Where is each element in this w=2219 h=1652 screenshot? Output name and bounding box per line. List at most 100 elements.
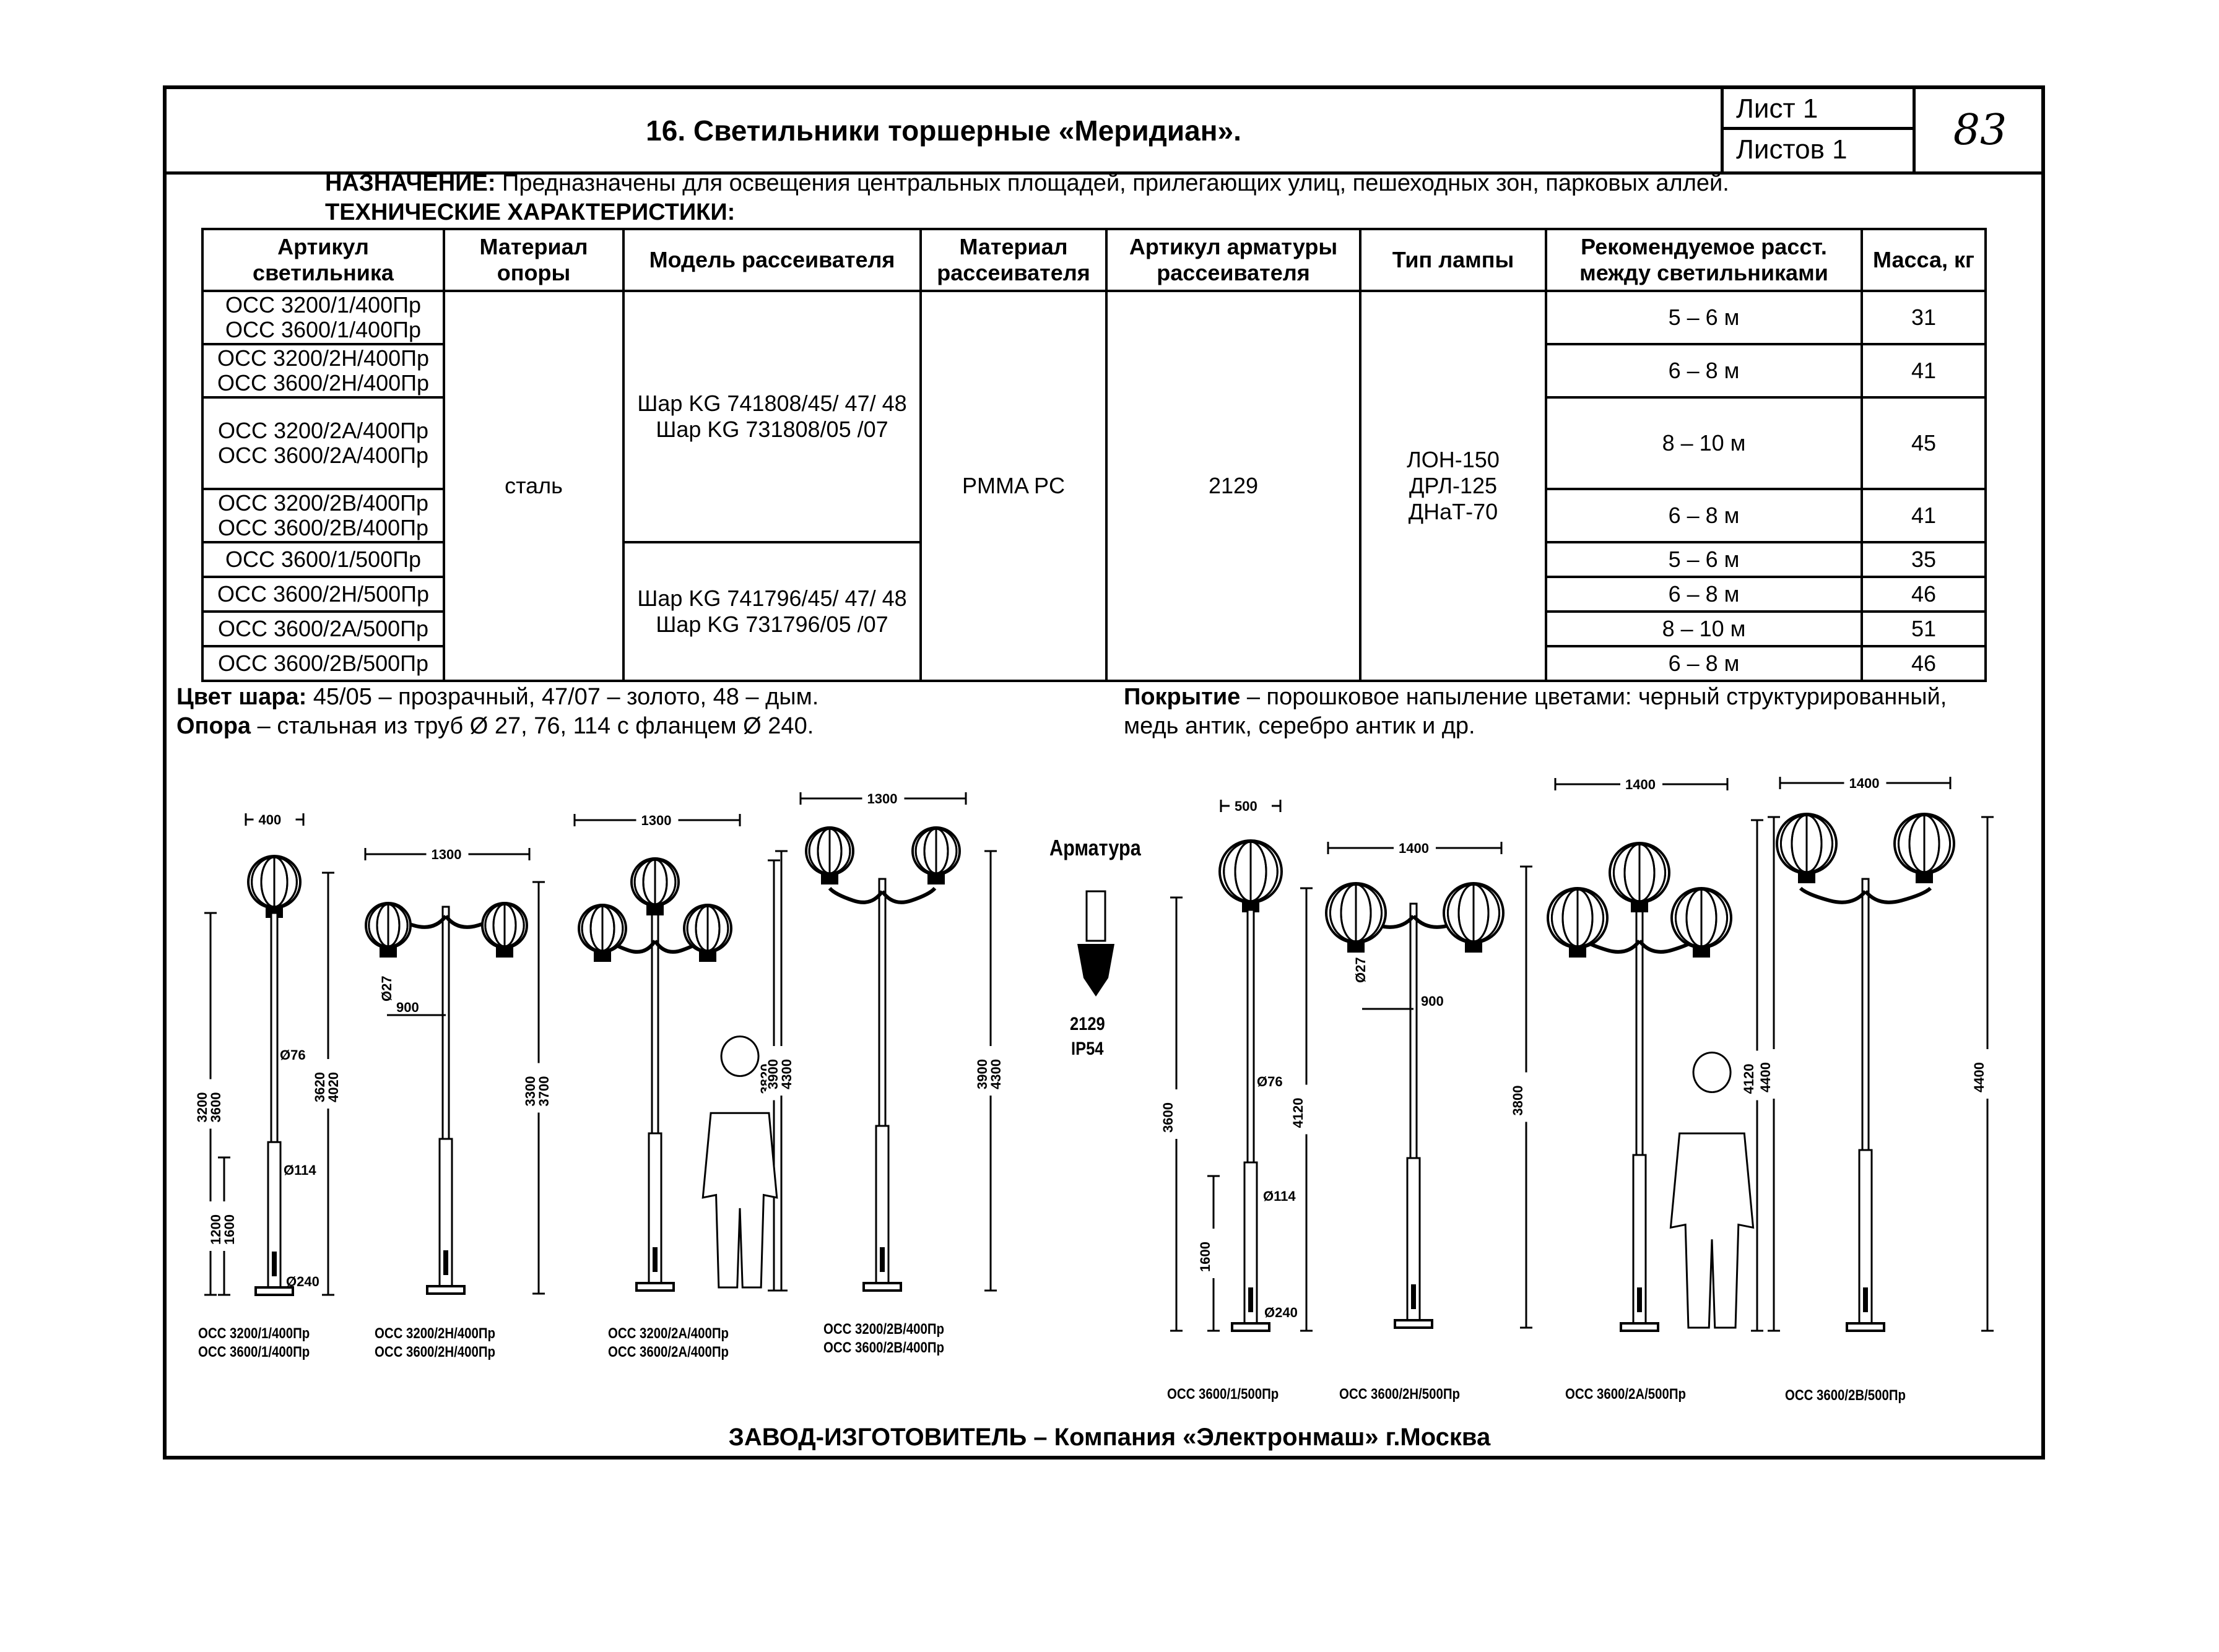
cell-diffuser-500: Шар KG 741796/45/ 47/ 48 Шар KG 731796/0… (622, 541, 922, 682)
drawing-sheet: 16. Светильники торшерные «Меридиан». Ли… (163, 85, 2045, 1460)
dimension-gap (1511, 1072, 1541, 1122)
caption-osc-2a-500: ОСС 3600/2А/500Пр (1565, 1386, 1686, 1403)
dimension-gap (1199, 1229, 1228, 1278)
dimension-gap (636, 811, 679, 829)
title-block: 16. Светильники торшерные «Меридиан». Ли… (167, 89, 2041, 175)
pole-upper (1246, 909, 1255, 1164)
pole-door (1411, 1284, 1416, 1309)
pole-upper (270, 912, 279, 1143)
ball-socket (1569, 946, 1586, 958)
cell-article: ОСС 3600/2В/500Пр (201, 645, 445, 682)
dimension-label: 4020 (326, 1072, 341, 1102)
caption-osc-2n-500: ОСС 3600/2Н/500Пр (1339, 1386, 1460, 1403)
cell-lamp-type: ЛОН-150 ДРЛ-125 ДНаТ-70 (1359, 290, 1547, 682)
ball-color-label: Цвет шара: (176, 684, 307, 710)
cell-article: ОСС 3200/2Н/400Пр ОСС 3600/2Н/400Пр (201, 343, 445, 399)
cell-fitting-article: 2129 (1105, 290, 1361, 682)
dimension-gap (1973, 1049, 2002, 1099)
th-fitting-article: Артикул арматуры рассеивателя (1105, 228, 1361, 292)
pole-flange (426, 1285, 466, 1295)
cell-distance: 6 – 8 м (1545, 488, 1863, 543)
pole-door (272, 1252, 277, 1276)
cell-distance: 6 – 8 м (1545, 343, 1863, 399)
th-pole-material: Материал опоры (443, 228, 625, 292)
dimension-label: 3200 (194, 1092, 210, 1123)
dimension-gap (524, 1063, 554, 1113)
dimension-label: 900 (396, 1000, 419, 1015)
dimension-label: 4300 (988, 1059, 1004, 1089)
diameter-label: Ø240 (286, 1274, 319, 1289)
manufacturer-footer: ЗАВОД-ИЗГОТОВИТЕЛЬ – Компания «Электронм… (728, 1424, 1491, 1451)
dimension-label: 1300 (432, 847, 462, 862)
dimension-label: 4300 (779, 1059, 794, 1089)
dimension-label: 3620 (312, 1072, 328, 1102)
dimension-label: 1400 (1399, 841, 1429, 856)
fitting-code: 2129 (1070, 1014, 1105, 1034)
caption-osc-2n-400: ОСС 3200/2Н/400Пр ОСС 3600/2Н/400Пр (375, 1325, 495, 1360)
table-row: ОСС 3600/2Н/500Пр 6 – 8 м 46 (201, 576, 1987, 613)
th-mass: Масса, кг (1861, 228, 1987, 292)
diameter-label: Ø76 (1257, 1074, 1283, 1089)
ball-color-text: 45/05 – прозрачный, 47/07 – золото, 48 –… (306, 684, 819, 710)
page-number: 83 (1913, 89, 2044, 171)
cell-article: ОСС 3200/2А/400Пр ОСС 3600/2А/400Пр (201, 396, 445, 490)
caption-osc-2a-400: ОСС 3200/2А/400Пр ОСС 3600/2А/400Пр (608, 1325, 729, 1360)
ball-socket (927, 873, 945, 884)
ball-socket (699, 951, 716, 962)
pole-door (880, 1247, 885, 1272)
table-row: ОСС 3200/2А/400Пр ОСС 3600/2А/400Пр 8 – … (201, 396, 1987, 490)
diameter-label: Ø27 (1353, 957, 1368, 983)
cell-article: ОСС 3200/2В/400Пр ОСС 3600/2В/400Пр (201, 488, 445, 543)
ball-socket (1693, 946, 1710, 958)
caption-osc-2b-400: ОСС 3200/2В/400Пр ОСС 3600/2В/400Пр (823, 1321, 944, 1356)
cell-article: ОСС 3200/1/400Пр ОСС 3600/1/400Пр (201, 290, 445, 345)
cell-article: ОСС 3600/1/500Пр (201, 541, 445, 578)
dimension-label: 3900 (765, 1059, 781, 1089)
dimension-gap (209, 1201, 239, 1251)
pole-upper (1861, 878, 1870, 1151)
dimension-label: 1400 (1849, 776, 1880, 791)
sheet-number-box: Лист 1 Листов 1 (1721, 89, 1916, 171)
dimension-gap (1230, 797, 1272, 815)
pole-flange (1394, 1319, 1433, 1329)
coating-label: Покрытие (1124, 684, 1241, 710)
cell-distance: 6 – 8 м (1545, 576, 1863, 613)
dimension-label: 400 (259, 812, 282, 828)
dimension-label: 1300 (867, 791, 898, 807)
dimension-label: 500 (1235, 798, 1257, 814)
cell-distance: 6 – 8 м (1545, 645, 1863, 682)
pole-note: Опора – стальная из труб Ø 27, 76, 114 с… (176, 713, 814, 740)
cell-mass: 35 (1861, 541, 1987, 578)
dimension-label: 3600 (208, 1092, 224, 1123)
diameter-label: Ø240 (1264, 1305, 1298, 1320)
caption-osc-2b-500: ОСС 3600/2В/500Пр (1785, 1387, 1906, 1404)
ball-socket (594, 951, 611, 962)
sheets-label: Листов 1 (1736, 134, 1848, 165)
cell-mass: 46 (1861, 645, 1987, 682)
ball-socket (1465, 941, 1482, 953)
dimension-label: 3700 (536, 1076, 552, 1107)
dimension-gap (196, 1079, 225, 1129)
human-figure (701, 1036, 778, 1289)
cell-mass: 46 (1861, 576, 1987, 613)
dimension-label: 4400 (1758, 1062, 1773, 1092)
table-row: ОСС 3200/1/400Пр ОСС 3600/1/400Пр сталь … (201, 290, 1987, 682)
ball-socket (496, 946, 513, 958)
dimension-label: 3900 (975, 1059, 990, 1089)
pole-door (1863, 1287, 1868, 1312)
th-article: Артикул светильника (201, 228, 445, 292)
table-row: ОСС 3200/2В/400Пр ОСС 3600/2В/400Пр 6 – … (201, 488, 1987, 543)
cell-article: ОСС 3600/2А/500Пр (201, 610, 445, 647)
cell-mass: 41 (1861, 488, 1987, 543)
lamp-arm (880, 886, 937, 904)
ball-socket (646, 904, 664, 915)
ball-socket (1242, 901, 1259, 912)
sheet-label: Лист 1 (1724, 89, 1916, 130)
pole-flange (635, 1282, 675, 1292)
ball-socket (821, 873, 838, 884)
pole-door (1248, 1287, 1253, 1312)
cell-mass: 51 (1861, 610, 1987, 647)
ball-socket (1916, 872, 1933, 883)
pole-upper (651, 896, 659, 1135)
